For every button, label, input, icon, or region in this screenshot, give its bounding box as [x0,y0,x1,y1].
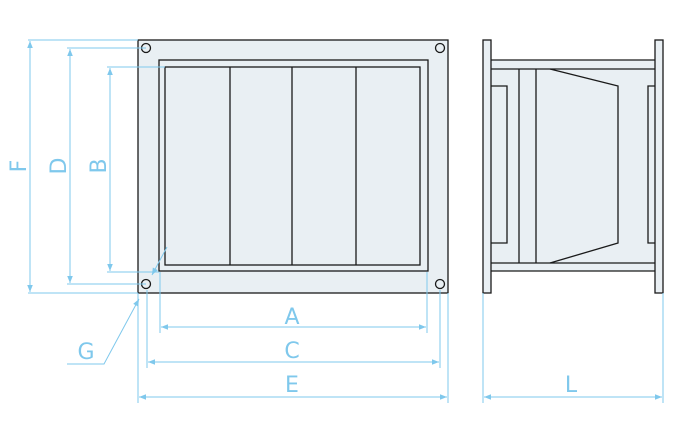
inner-frame [158,59,429,272]
mounting-hole [434,42,446,54]
label-E: E [285,373,299,398]
label-L: L [565,373,578,398]
outer-flange [137,39,449,294]
label-D: D [47,158,72,175]
label-C: C [284,339,299,364]
blade-profile [549,68,619,264]
label-A: A [284,305,299,330]
left-flange [482,39,492,294]
label-F: F [7,160,32,173]
label-B: B [87,158,112,173]
right-flange [654,39,664,294]
leader-G [67,298,140,365]
label-G: G [77,340,94,365]
dimensions: F D B A C E L G [7,39,664,403]
front-view [137,39,449,294]
mounting-hole [434,278,446,290]
side-view [482,39,664,294]
